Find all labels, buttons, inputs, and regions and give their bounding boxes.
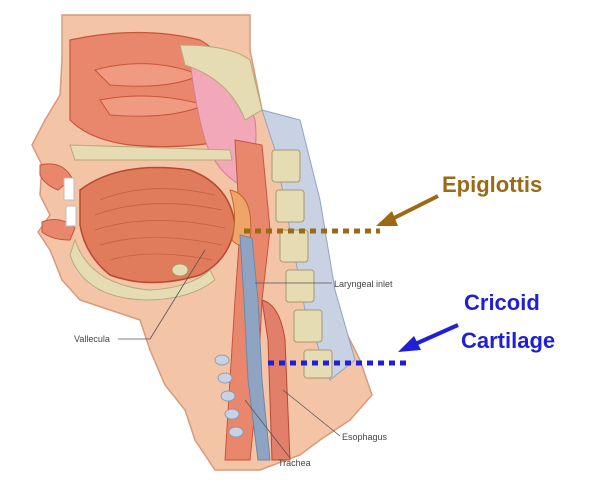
epiglottis-label: Epiglottis	[442, 172, 543, 197]
tongue-muscle-lines	[94, 188, 226, 261]
lower-teeth	[65, 205, 77, 227]
hyoid-bone	[171, 263, 189, 277]
laryngeal-inlet-label: Laryngeal inlet	[334, 279, 393, 289]
esophagus-label: Esophagus	[342, 432, 388, 442]
cricoid-label-line2: Cartilage	[461, 328, 556, 353]
leader-lines	[118, 249, 341, 459]
mandible	[69, 238, 216, 301]
vallecula-label: Vallecula	[74, 334, 110, 344]
trachea-rings	[214, 354, 244, 438]
cricoid-label-line1: Cricoid	[464, 290, 540, 315]
vertebrae	[271, 149, 333, 379]
upper-teeth	[63, 177, 75, 201]
skull-base	[179, 44, 263, 121]
trachea-label: Trachea	[278, 458, 311, 468]
cricoid-arrow-shaft	[412, 323, 459, 347]
esophagus-shape	[261, 299, 291, 461]
epiglottis-arrow-head	[376, 211, 398, 226]
tongue	[79, 166, 236, 284]
airway	[239, 234, 271, 461]
hard-palate	[69, 144, 233, 161]
epiglottis-arrow-shaft	[389, 194, 439, 222]
cricoid-arrow-head	[398, 336, 421, 352]
